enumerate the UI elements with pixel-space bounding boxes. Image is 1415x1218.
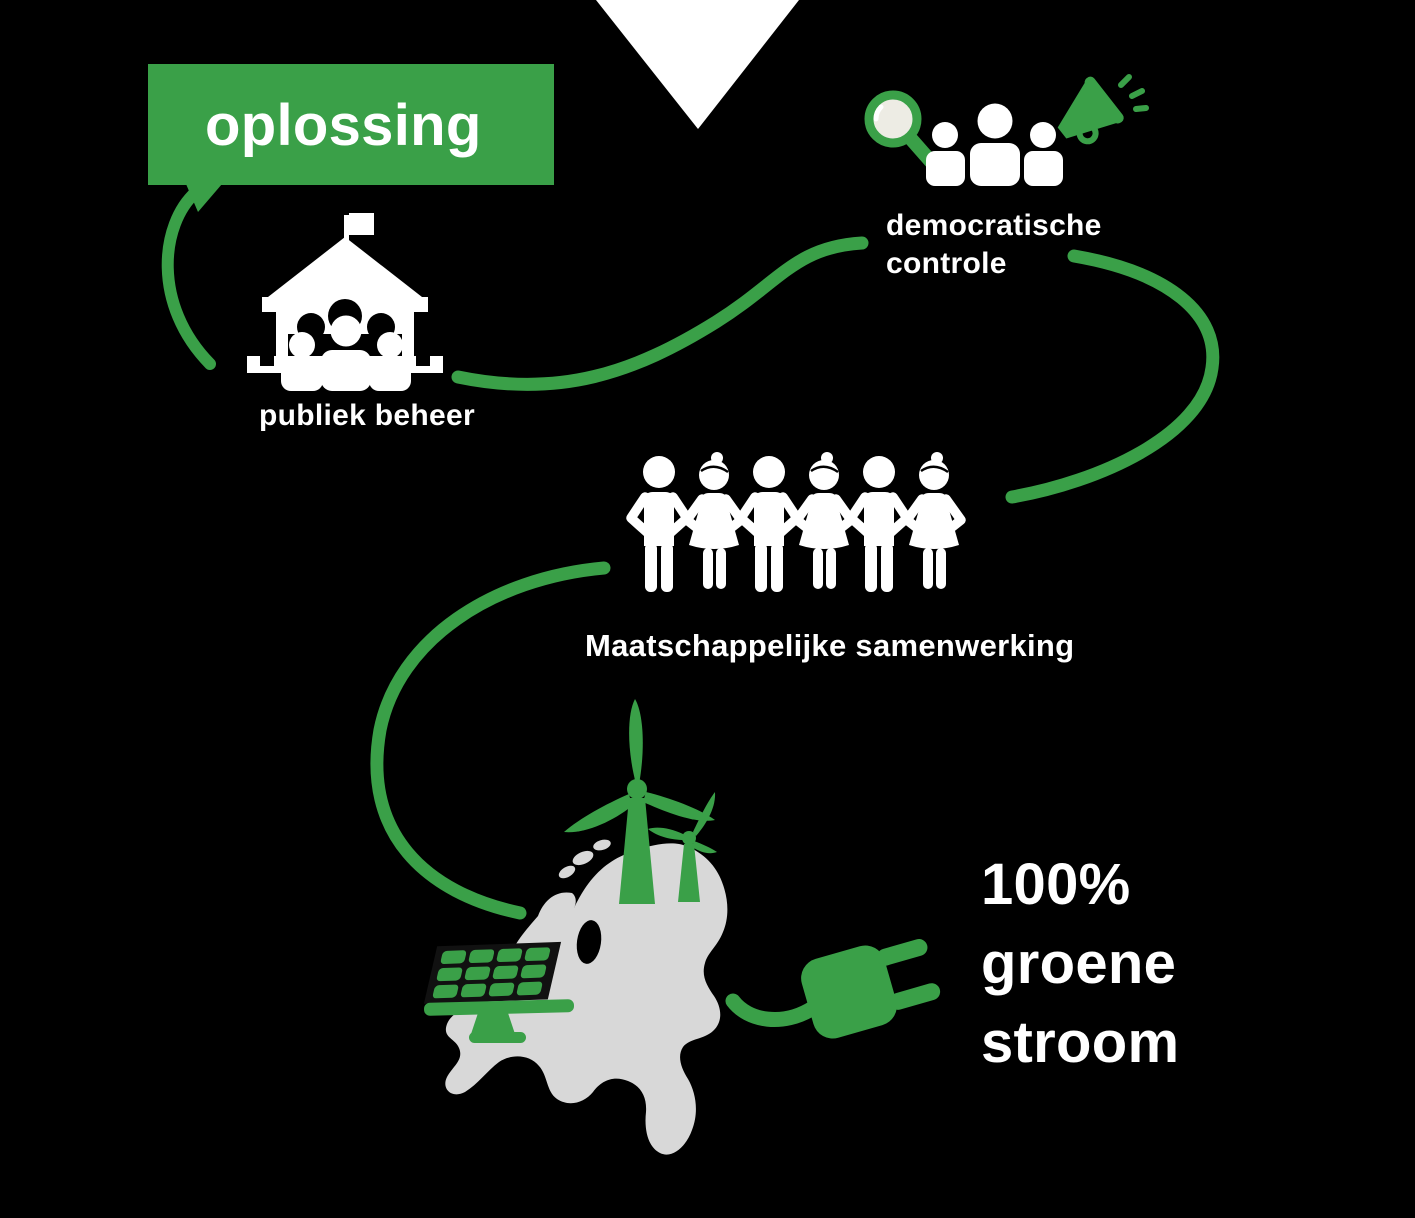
- megaphone-grip: [1076, 122, 1099, 145]
- label-line: groene: [981, 931, 1177, 996]
- banner-label: oplossing: [205, 93, 482, 158]
- linked-people-icon: [631, 452, 961, 592]
- citizens-group-icon: [926, 103, 1063, 186]
- person-figure-man: [631, 456, 687, 592]
- label-line: democratische: [886, 209, 1102, 242]
- lens: [873, 99, 913, 139]
- wind-turbine-small-icon: [648, 792, 717, 902]
- power-plug-icon: [725, 938, 941, 1039]
- person-figure-woman: [907, 452, 961, 589]
- person-figure-man: [741, 456, 797, 592]
- label-groene-stroom: 100% groene stroom: [981, 845, 1179, 1082]
- label-line: controle: [886, 247, 1007, 280]
- label-publiek-beheer: publiek beheer: [259, 399, 475, 432]
- turbine-hub: [682, 831, 696, 845]
- pediment: [268, 237, 422, 297]
- megaphone-icon: [1057, 74, 1149, 145]
- sound-dash: [1133, 105, 1149, 112]
- ijsselmeer-inlet: [576, 920, 602, 964]
- turbine-tower: [678, 844, 700, 902]
- turbine-blade: [643, 792, 715, 821]
- sound-dash: [1118, 74, 1132, 88]
- plug-prong: [889, 983, 941, 1010]
- panel-stand: [471, 1013, 515, 1034]
- wadden-island: [558, 865, 576, 879]
- turbine-blade: [629, 699, 643, 784]
- citizens-front: [281, 315, 411, 391]
- label-maatschappelijke-samenwerking: Maatschappelijke samenwerking: [585, 628, 1075, 663]
- flow-curve-controle-to-samenwerking: [1005, 249, 1220, 504]
- wadden-island: [593, 839, 611, 851]
- government-building-icon: [247, 213, 443, 391]
- label-line: stroom: [981, 1010, 1180, 1075]
- person-figure-man: [851, 456, 907, 592]
- plug-cable: [725, 993, 821, 1027]
- sound-dash: [1129, 88, 1145, 99]
- label-line: 100%: [981, 852, 1131, 917]
- flow-curve-publiek-beheer-to-controle: [451, 236, 869, 391]
- speech-bubble-banner: [148, 64, 554, 212]
- flow-curve-samenwerking-to-stroom: [370, 561, 611, 920]
- mainland: [445, 843, 728, 1155]
- plug-prong: [876, 938, 928, 966]
- turbine-blade: [564, 794, 632, 833]
- netherlands-map: [445, 839, 728, 1155]
- flow-curve-banner-to-publiek-beheer: [161, 186, 216, 370]
- lens-highlight: [873, 104, 884, 122]
- turbine-blade: [693, 792, 716, 836]
- turbine-hub: [627, 779, 647, 799]
- democratic-control-icons: [864, 74, 1149, 186]
- turbine-blade: [648, 827, 684, 840]
- panel-foot: [469, 1032, 526, 1043]
- wadden-island: [572, 850, 594, 866]
- banner-tail: [186, 184, 222, 212]
- flag-pole: [344, 215, 349, 259]
- solar-panel-icon: [423, 941, 575, 1043]
- person-figure-woman: [797, 452, 851, 589]
- person-figure-woman: [687, 452, 741, 589]
- panel-base-bar: [424, 999, 575, 1016]
- turbine-tower: [619, 798, 655, 904]
- label-democratische-controle: democratische controle: [886, 207, 1102, 283]
- wind-turbine-icon: [564, 699, 715, 904]
- plug-body: [801, 945, 897, 1039]
- flow-curves: [161, 186, 1220, 920]
- down-arrow-marker: [596, 0, 799, 129]
- turbine-blade: [692, 841, 717, 854]
- flag-icon: [349, 213, 374, 235]
